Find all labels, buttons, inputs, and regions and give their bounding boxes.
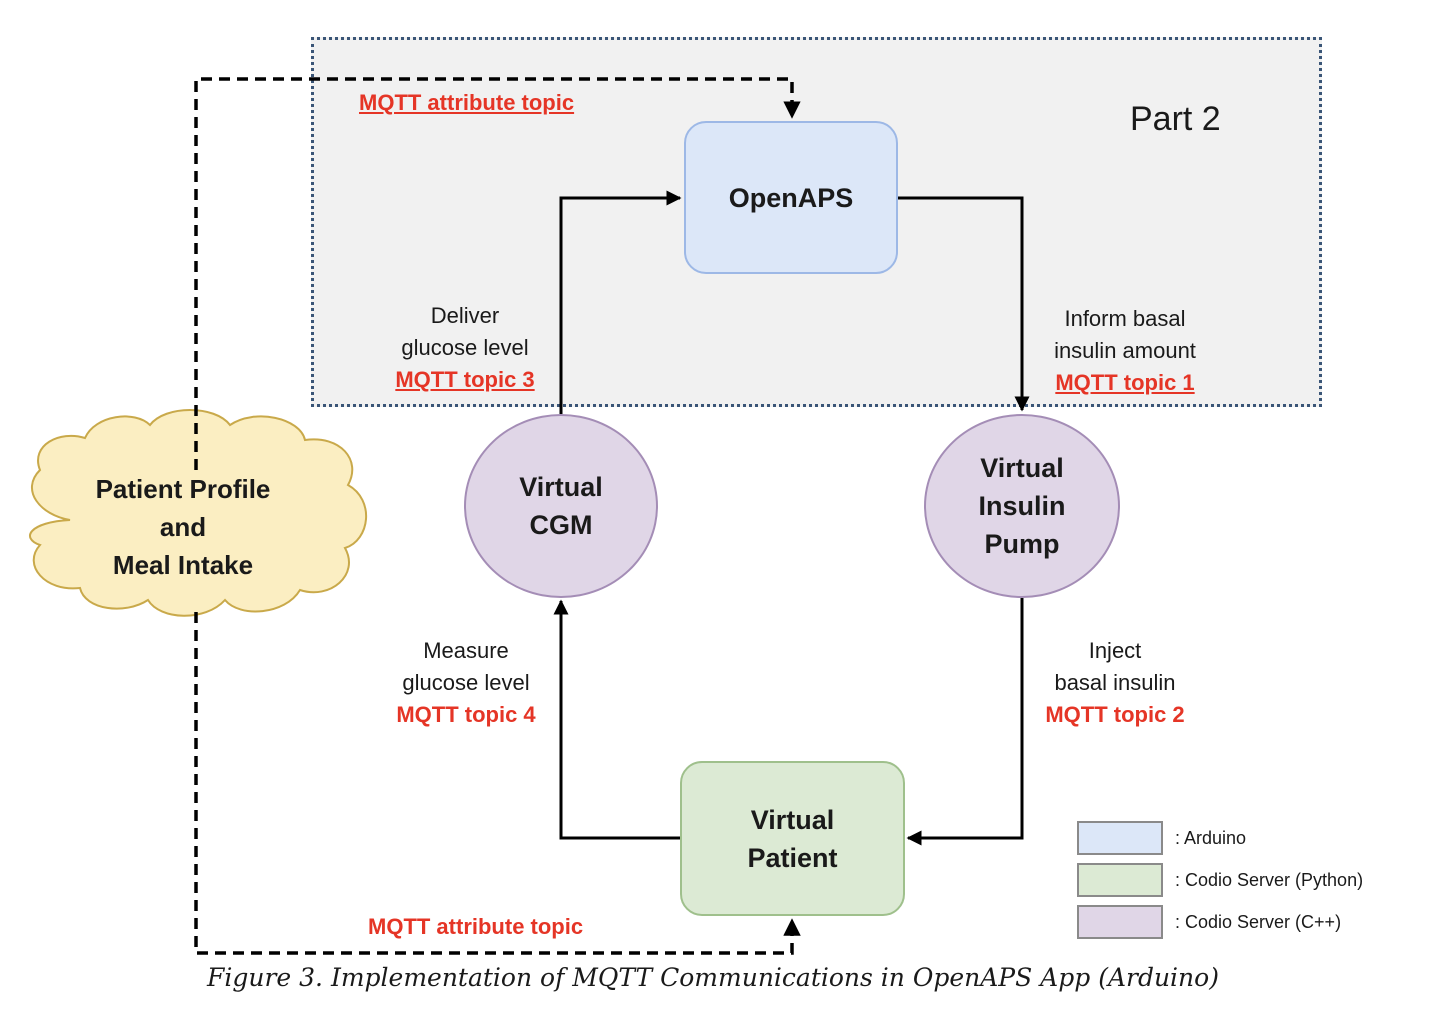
pump-line-1: Virtual <box>980 453 1064 483</box>
measure-line-2: glucose level <box>402 670 530 695</box>
deliver-line-2: glucose level <box>401 335 529 360</box>
mqtt-topic-3: MQTT topic 3 <box>395 367 535 392</box>
deliver-glucose-label: Deliver glucose level MQTT topic 3 <box>380 300 550 396</box>
cloud-shape <box>29 409 367 617</box>
mqtt-attribute-topic-bottom: MQTT attribute topic <box>368 914 584 939</box>
measure-line-1: Measure <box>423 638 509 663</box>
inject-line-2: basal insulin <box>1054 670 1176 695</box>
inform-basal-label: Inform basal insulin amount MQTT topic 1 <box>1032 303 1218 399</box>
inform-line-1: Inform basal <box>1064 306 1186 331</box>
part-2-label: Part 2 <box>1130 100 1221 138</box>
figure-caption: Figure 3. Implementation of MQTT Communi… <box>207 963 1219 992</box>
mqtt-attribute-topic-top: MQTT attribute topic <box>359 90 575 115</box>
pump-line-3: Pump <box>984 529 1060 559</box>
openaps-label: OpenAPS <box>728 182 854 213</box>
legend-label-cpp: : Codio Server (C++) <box>1175 911 1342 932</box>
virtual-cgm-node: Virtual CGM <box>464 414 658 598</box>
openaps-node: OpenAPS <box>684 121 898 274</box>
legend-item-python: : Codio Server (Python) <box>1077 863 1363 897</box>
patient-line-1: Virtual <box>750 804 835 835</box>
mqtt-topic-2: MQTT topic 2 <box>1045 702 1185 727</box>
legend-swatch-arduino <box>1077 821 1163 855</box>
legend-label-arduino: : Arduino <box>1175 827 1247 848</box>
mqtt-topic-4: MQTT topic 4 <box>396 702 536 727</box>
inject-line-1: Inject <box>1088 638 1142 663</box>
inject-basal-label: Inject basal insulin MQTT topic 2 <box>1030 635 1200 731</box>
legend-swatch-cpp <box>1077 905 1163 939</box>
dashed-cloud-to-openaps <box>194 77 801 470</box>
arrow-pump-to-patient <box>906 598 1024 846</box>
arrow-patient-to-cgm <box>553 599 680 840</box>
measure-glucose-label: Measure glucose level MQTT topic 4 <box>380 635 552 731</box>
arrow-openaps-to-pump <box>898 196 1030 412</box>
mqtt-topic-1: MQTT topic 1 <box>1055 370 1195 395</box>
cgm-line-1: Virtual <box>519 472 603 502</box>
deliver-line-1: Deliver <box>430 303 500 328</box>
legend-item-cpp: : Codio Server (C++) <box>1077 905 1341 939</box>
patient-profile-cloud-label: Patient Profile and Meal Intake <box>40 470 326 584</box>
virtual-patient-node: Virtual Patient <box>680 761 905 916</box>
arrow-cgm-to-openaps <box>559 190 682 414</box>
dashed-cloud-to-patient <box>194 612 801 955</box>
legend-label-python: : Codio Server (Python) <box>1175 869 1364 890</box>
legend-swatch-python <box>1077 863 1163 897</box>
cloud-line-1: Patient Profile <box>95 474 271 504</box>
patient-line-2: Patient <box>747 842 838 873</box>
cgm-line-2: CGM <box>529 510 593 540</box>
cloud-line-2: and <box>159 512 207 542</box>
cloud-line-3: Meal Intake <box>112 550 254 580</box>
virtual-insulin-pump-node: Virtual Insulin Pump <box>924 414 1120 598</box>
inform-line-2: insulin amount <box>1054 338 1196 363</box>
legend-item-arduino: : Arduino <box>1077 821 1246 855</box>
pump-line-2: Insulin <box>978 491 1066 521</box>
